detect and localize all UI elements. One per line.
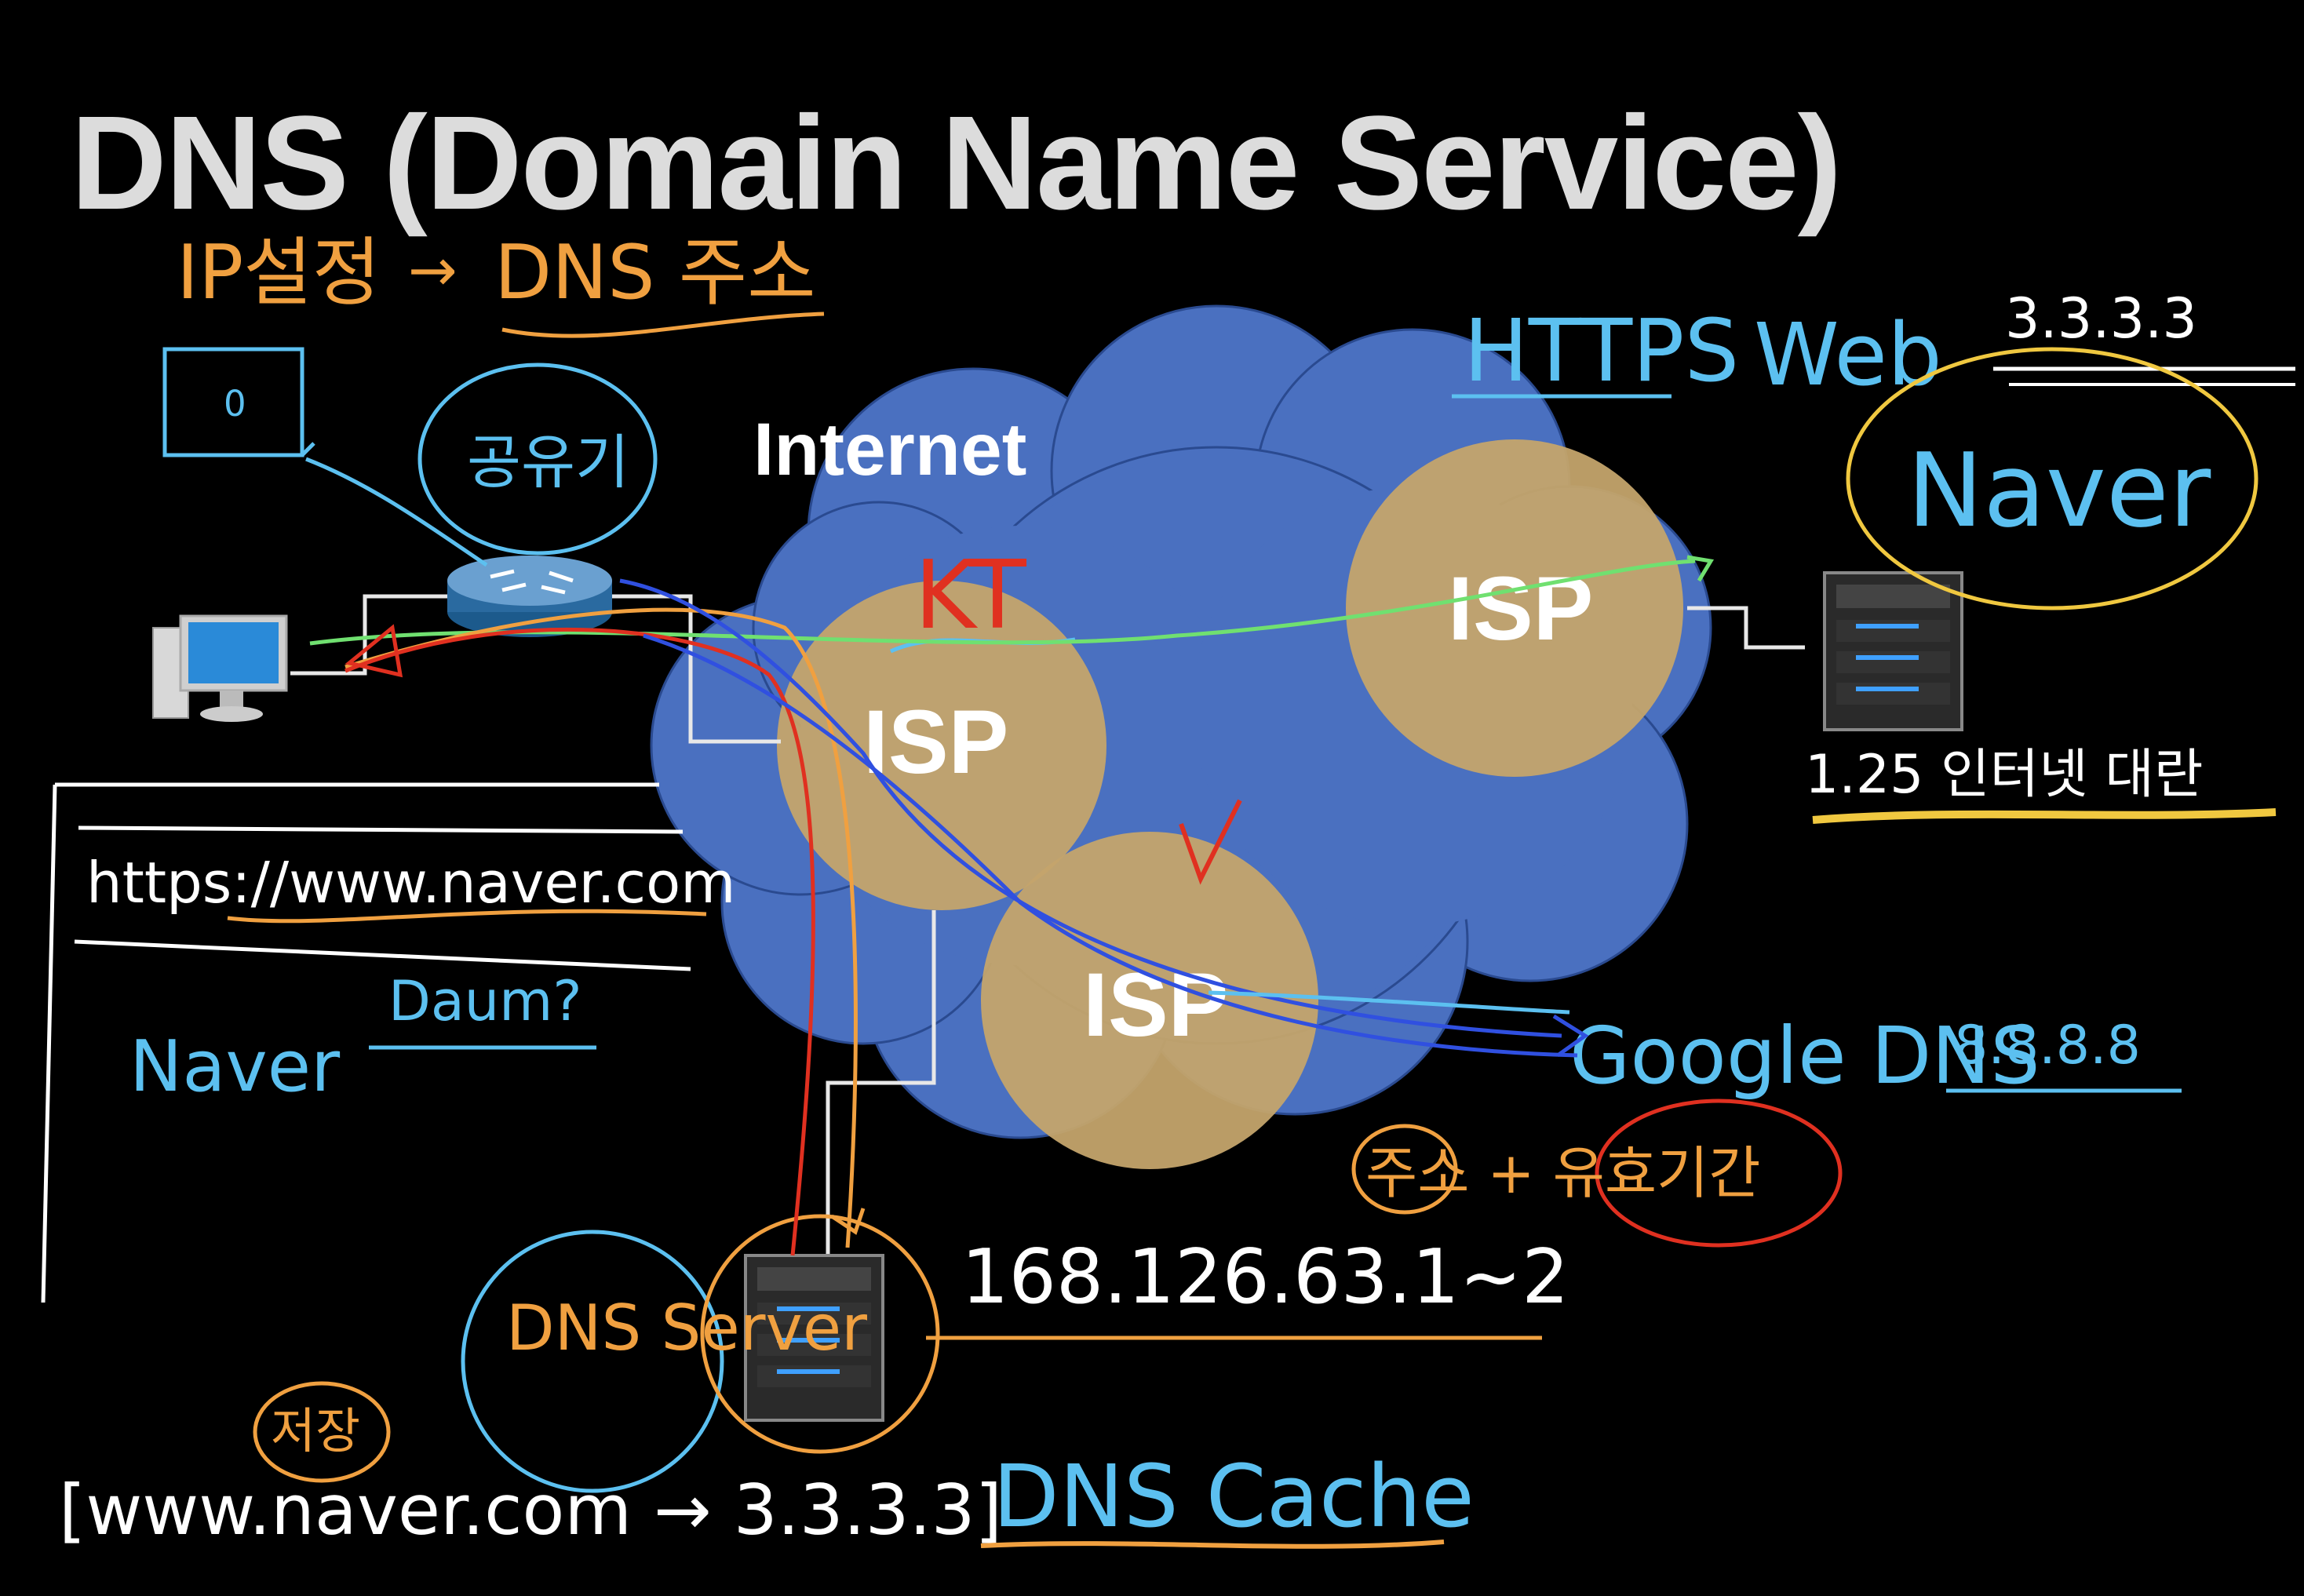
kt-dns-ip: 168.126.63.1~2 xyxy=(961,1234,1569,1321)
https-label: HTTPS xyxy=(1464,301,1739,401)
ip-dns-underline xyxy=(501,312,825,338)
isp-bottom-label: ISP xyxy=(1083,955,1228,1055)
request-flow-lines xyxy=(309,555,1715,1256)
laptop-mark: 0 xyxy=(224,383,246,425)
ttl-note: 주소 + 유효기간 xyxy=(1365,1140,1761,1206)
router-label: 공유기 xyxy=(467,428,629,497)
desktop-computer-icon xyxy=(152,614,288,722)
save-highlight xyxy=(253,1381,391,1483)
ttl-note-highlight xyxy=(1595,1099,1843,1248)
daum-text: Daum? xyxy=(388,969,582,1033)
dns-cache-underline xyxy=(980,1540,1445,1549)
ip-setting-label: IP설정 xyxy=(177,230,381,316)
isp-bottom-circle xyxy=(981,832,1318,1169)
network-wires xyxy=(290,594,1805,1255)
internet-label: Internet xyxy=(753,408,1026,491)
naver-server-icon xyxy=(1823,571,1963,731)
save-label: 저장 xyxy=(271,1402,360,1459)
naver-ip-label: 3.3.3.3 xyxy=(2005,286,2197,351)
dns-server-icon xyxy=(744,1254,884,1422)
naver-note: 1.25 인터넷 대란 xyxy=(1805,744,2203,806)
google-dns-ip: 8.8.8.8 xyxy=(1954,1015,2141,1077)
google-dns-label: Google DNS xyxy=(1569,1010,2040,1102)
isp-left-label: ISP xyxy=(863,692,1008,793)
naver-text: Naver xyxy=(129,1026,340,1108)
browser-sketch xyxy=(41,782,691,1303)
dns-cache-label: DNS Cache xyxy=(993,1446,1475,1547)
isp-right-label: ISP xyxy=(1448,559,1593,659)
web-label: Web xyxy=(1754,304,1942,405)
laptop-sketch xyxy=(162,347,488,567)
naver-ellipse xyxy=(1846,347,2258,610)
dns-server-orange-circle xyxy=(700,1214,940,1454)
naver-server-label: Naver xyxy=(1907,431,2211,550)
dns-server-label: DNS Server xyxy=(506,1292,867,1365)
dns-address-label: DNS 주소 xyxy=(494,230,816,316)
isp-right-circle xyxy=(1346,439,1683,777)
url-underline xyxy=(227,909,707,924)
kt-label: KT xyxy=(914,541,1026,650)
router-icon xyxy=(447,556,612,637)
page-title: DNS (Domain Name Service) xyxy=(71,89,1842,238)
naver-note-underline xyxy=(1812,808,2277,824)
url-text: https://www.naver.com xyxy=(86,850,735,916)
isp-left-circle xyxy=(777,581,1106,910)
arrow-symbol: → xyxy=(408,235,458,304)
address-circle xyxy=(1351,1124,1458,1215)
check-mark xyxy=(1179,799,1242,885)
router-highlight xyxy=(417,363,658,556)
dns-server-highlight xyxy=(461,1230,724,1493)
dns-mapping: [www.naver.com → 3.3.3.3] xyxy=(59,1470,1002,1550)
